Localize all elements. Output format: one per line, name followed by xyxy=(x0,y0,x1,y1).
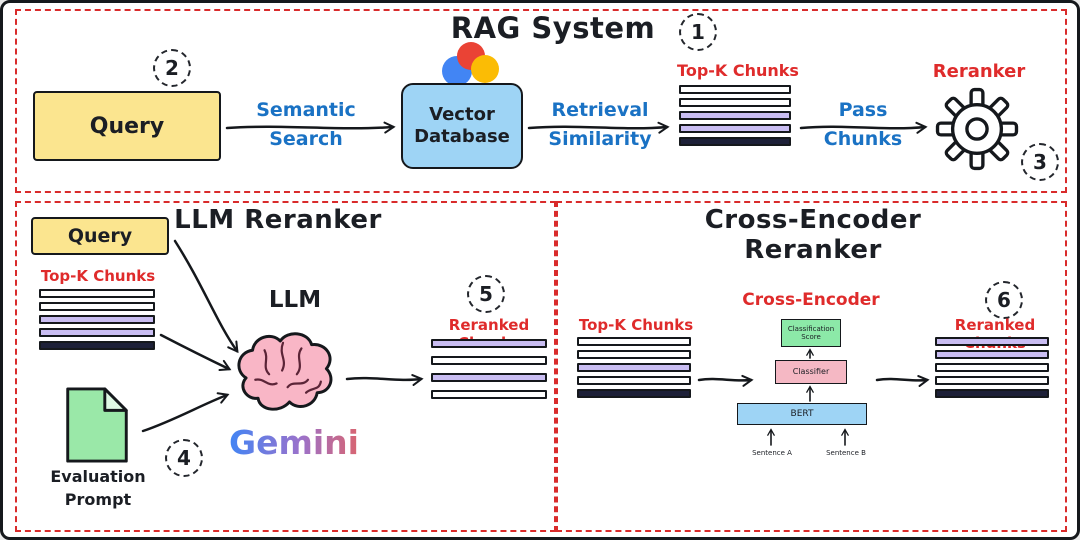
gemini-wordmark: Gemini xyxy=(229,423,359,462)
chunk-bar-lavender xyxy=(431,373,547,382)
chunk-bar-white xyxy=(679,85,791,94)
badge-3: 3 xyxy=(1021,143,1059,181)
bert-box: BERT xyxy=(737,403,867,425)
sentence-a-label: Sentence A xyxy=(752,449,792,457)
chunk-bar-lavender xyxy=(935,337,1049,346)
badge-2: 2 xyxy=(153,49,191,87)
chunk-bar-white xyxy=(679,98,791,107)
retrieval-similarity-label: Retrieval Similarity xyxy=(548,99,652,150)
chunk-bar-dark xyxy=(577,389,691,398)
chunk-bar-lavender xyxy=(39,328,155,337)
chunk-bar-dark xyxy=(679,137,791,146)
chunk-bar-white xyxy=(431,390,547,399)
rag-system-title: RAG System xyxy=(450,11,656,45)
chunk-bar-white xyxy=(431,356,547,365)
document-icon xyxy=(66,387,128,463)
chunk-bar-dark xyxy=(935,389,1049,398)
chunk-bar-white xyxy=(577,337,691,346)
llm-topk-chunks-label: Top-K Chunks xyxy=(40,267,156,285)
chunk-bar-lavender xyxy=(577,363,691,372)
badge-4: 4 xyxy=(165,439,203,477)
sentence-b-label: Sentence B xyxy=(826,449,866,457)
ce-topk-chunks-stack xyxy=(577,337,691,398)
badge-1: 1 xyxy=(679,13,717,51)
chunk-bar-white xyxy=(935,363,1049,372)
pass-chunks-label: Pass Chunks xyxy=(823,99,903,150)
topk-chunks-stack xyxy=(679,85,791,146)
badge-5: 5 xyxy=(467,275,505,313)
chunk-bar-dark xyxy=(39,341,155,350)
chunk-bar-white xyxy=(577,350,691,359)
chunk-bar-white xyxy=(39,289,155,298)
llm-reranker-title: LLM Reranker xyxy=(174,205,382,235)
evaluation-prompt-label: Evaluation Prompt xyxy=(50,467,146,510)
gear-icon xyxy=(935,87,1019,171)
vector-database-box: Vector Database xyxy=(401,83,523,169)
llm-label: LLM xyxy=(268,287,322,313)
reranker-label: Reranker xyxy=(932,61,1026,82)
llm-topk-chunks-stack xyxy=(39,289,155,350)
chunk-bar-lavender xyxy=(39,315,155,324)
topk-chunks-label: Top-K Chunks xyxy=(677,61,799,80)
cross-encoder-title: Cross-Encoder Reranker xyxy=(704,205,922,265)
classification-score-box: Classification Score xyxy=(781,319,841,347)
cross-encoder-label: Cross-Encoder xyxy=(742,290,880,310)
classifier-box: Classifier xyxy=(775,360,847,384)
semantic-search-label: Semantic Search xyxy=(256,99,356,150)
chunk-bar-lavender xyxy=(679,111,791,120)
llm-reranker-panel xyxy=(15,201,556,532)
chunk-bar-white xyxy=(935,376,1049,385)
google-logo-icon xyxy=(442,42,499,86)
chunk-bar-lavender xyxy=(935,350,1049,359)
chunk-bar-white xyxy=(577,376,691,385)
chunk-bar-white xyxy=(39,302,155,311)
brain-icon xyxy=(237,332,333,411)
llm-reranked-chunks-stack xyxy=(431,339,547,399)
cross-encoder-panel xyxy=(556,201,1067,532)
llm-query-box: Query xyxy=(31,217,169,255)
badge-6: 6 xyxy=(985,281,1023,319)
rag-system-panel xyxy=(15,9,1067,193)
chunk-bar-lavender xyxy=(679,124,791,133)
ce-reranked-chunks-stack xyxy=(935,337,1049,398)
query-box: Query xyxy=(33,91,221,161)
chunk-bar-lavender xyxy=(431,339,547,348)
ce-topk-chunks-label: Top-K Chunks xyxy=(578,316,694,334)
